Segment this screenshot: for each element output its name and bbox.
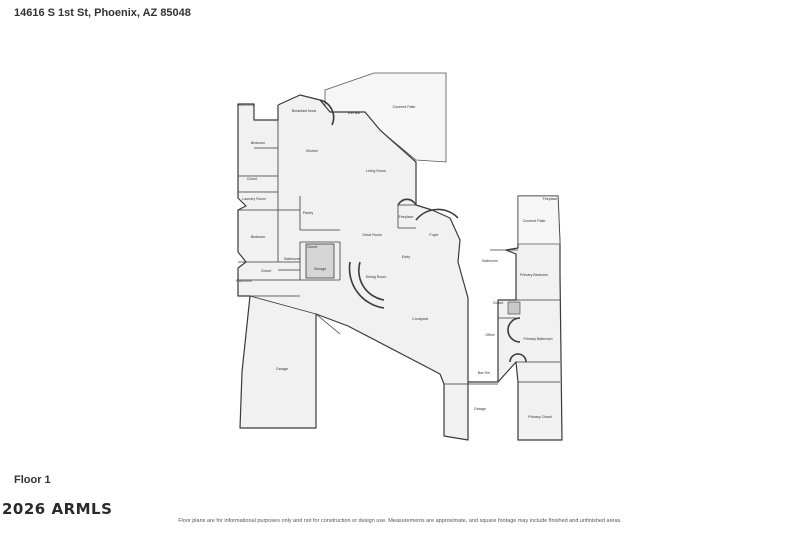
room-label: Covered Patio (393, 105, 416, 109)
interior-walls (238, 119, 560, 385)
room-label: Entry (402, 255, 411, 259)
room-label: Primary Bedroom (520, 273, 548, 277)
room-label: Fireplace (399, 215, 414, 219)
room-label: Bedroom (251, 235, 266, 239)
room-label: Bathroom (238, 103, 254, 107)
room-label: Fireplace (543, 197, 558, 201)
room-label: Foyer (429, 233, 439, 237)
room-label: Bathroom (284, 257, 300, 261)
room-label: Breakfast Nook (292, 109, 317, 113)
room-label: Bar Rm (478, 371, 490, 375)
room-labels: Bathroom Breakfast Nook Wet Bar Covered … (236, 103, 557, 419)
disclaimer-text: Floor plans are for informational purpos… (178, 518, 622, 524)
room-label: Covered Patio (523, 219, 546, 223)
room-label: Closet (247, 177, 257, 181)
closet-right-shaded (507, 301, 521, 315)
curved-walls (319, 99, 527, 363)
room-label: Office (485, 333, 494, 337)
room-label: Primary Bathroom (524, 337, 553, 341)
copyright-watermark: 2026 ARMLS (2, 500, 113, 518)
room-label: Primary Closet (528, 415, 552, 419)
room-label: Closet (307, 245, 317, 249)
room-label: Kitchen (306, 149, 318, 153)
listing-address: 14616 S 1st St, Phoenix, AZ 85048 (14, 7, 191, 19)
room-label: Closet (493, 301, 503, 305)
house-outline (237, 94, 563, 441)
room-label: Bedroom (251, 141, 266, 145)
room-label: Living Room (366, 169, 386, 173)
room-label: Garage (276, 367, 288, 371)
room-label: Bathroom (236, 279, 252, 283)
room-label: Laundry Room (242, 197, 266, 201)
room-label: Closet (261, 269, 271, 273)
room-label: Bathroom (482, 259, 498, 263)
room-label: Wet Bar (348, 111, 362, 115)
room-label: Great Room (362, 233, 382, 237)
room-label: Garage (474, 407, 486, 411)
room-label: Courtyard (412, 317, 428, 321)
room-label: Dining Room (366, 275, 387, 279)
floor-label: Floor 1 (14, 474, 51, 486)
room-label: Storage (314, 267, 327, 271)
room-label: Pantry (303, 211, 314, 215)
storage-shaded (305, 243, 335, 279)
covered-patio-right-area (517, 195, 561, 245)
